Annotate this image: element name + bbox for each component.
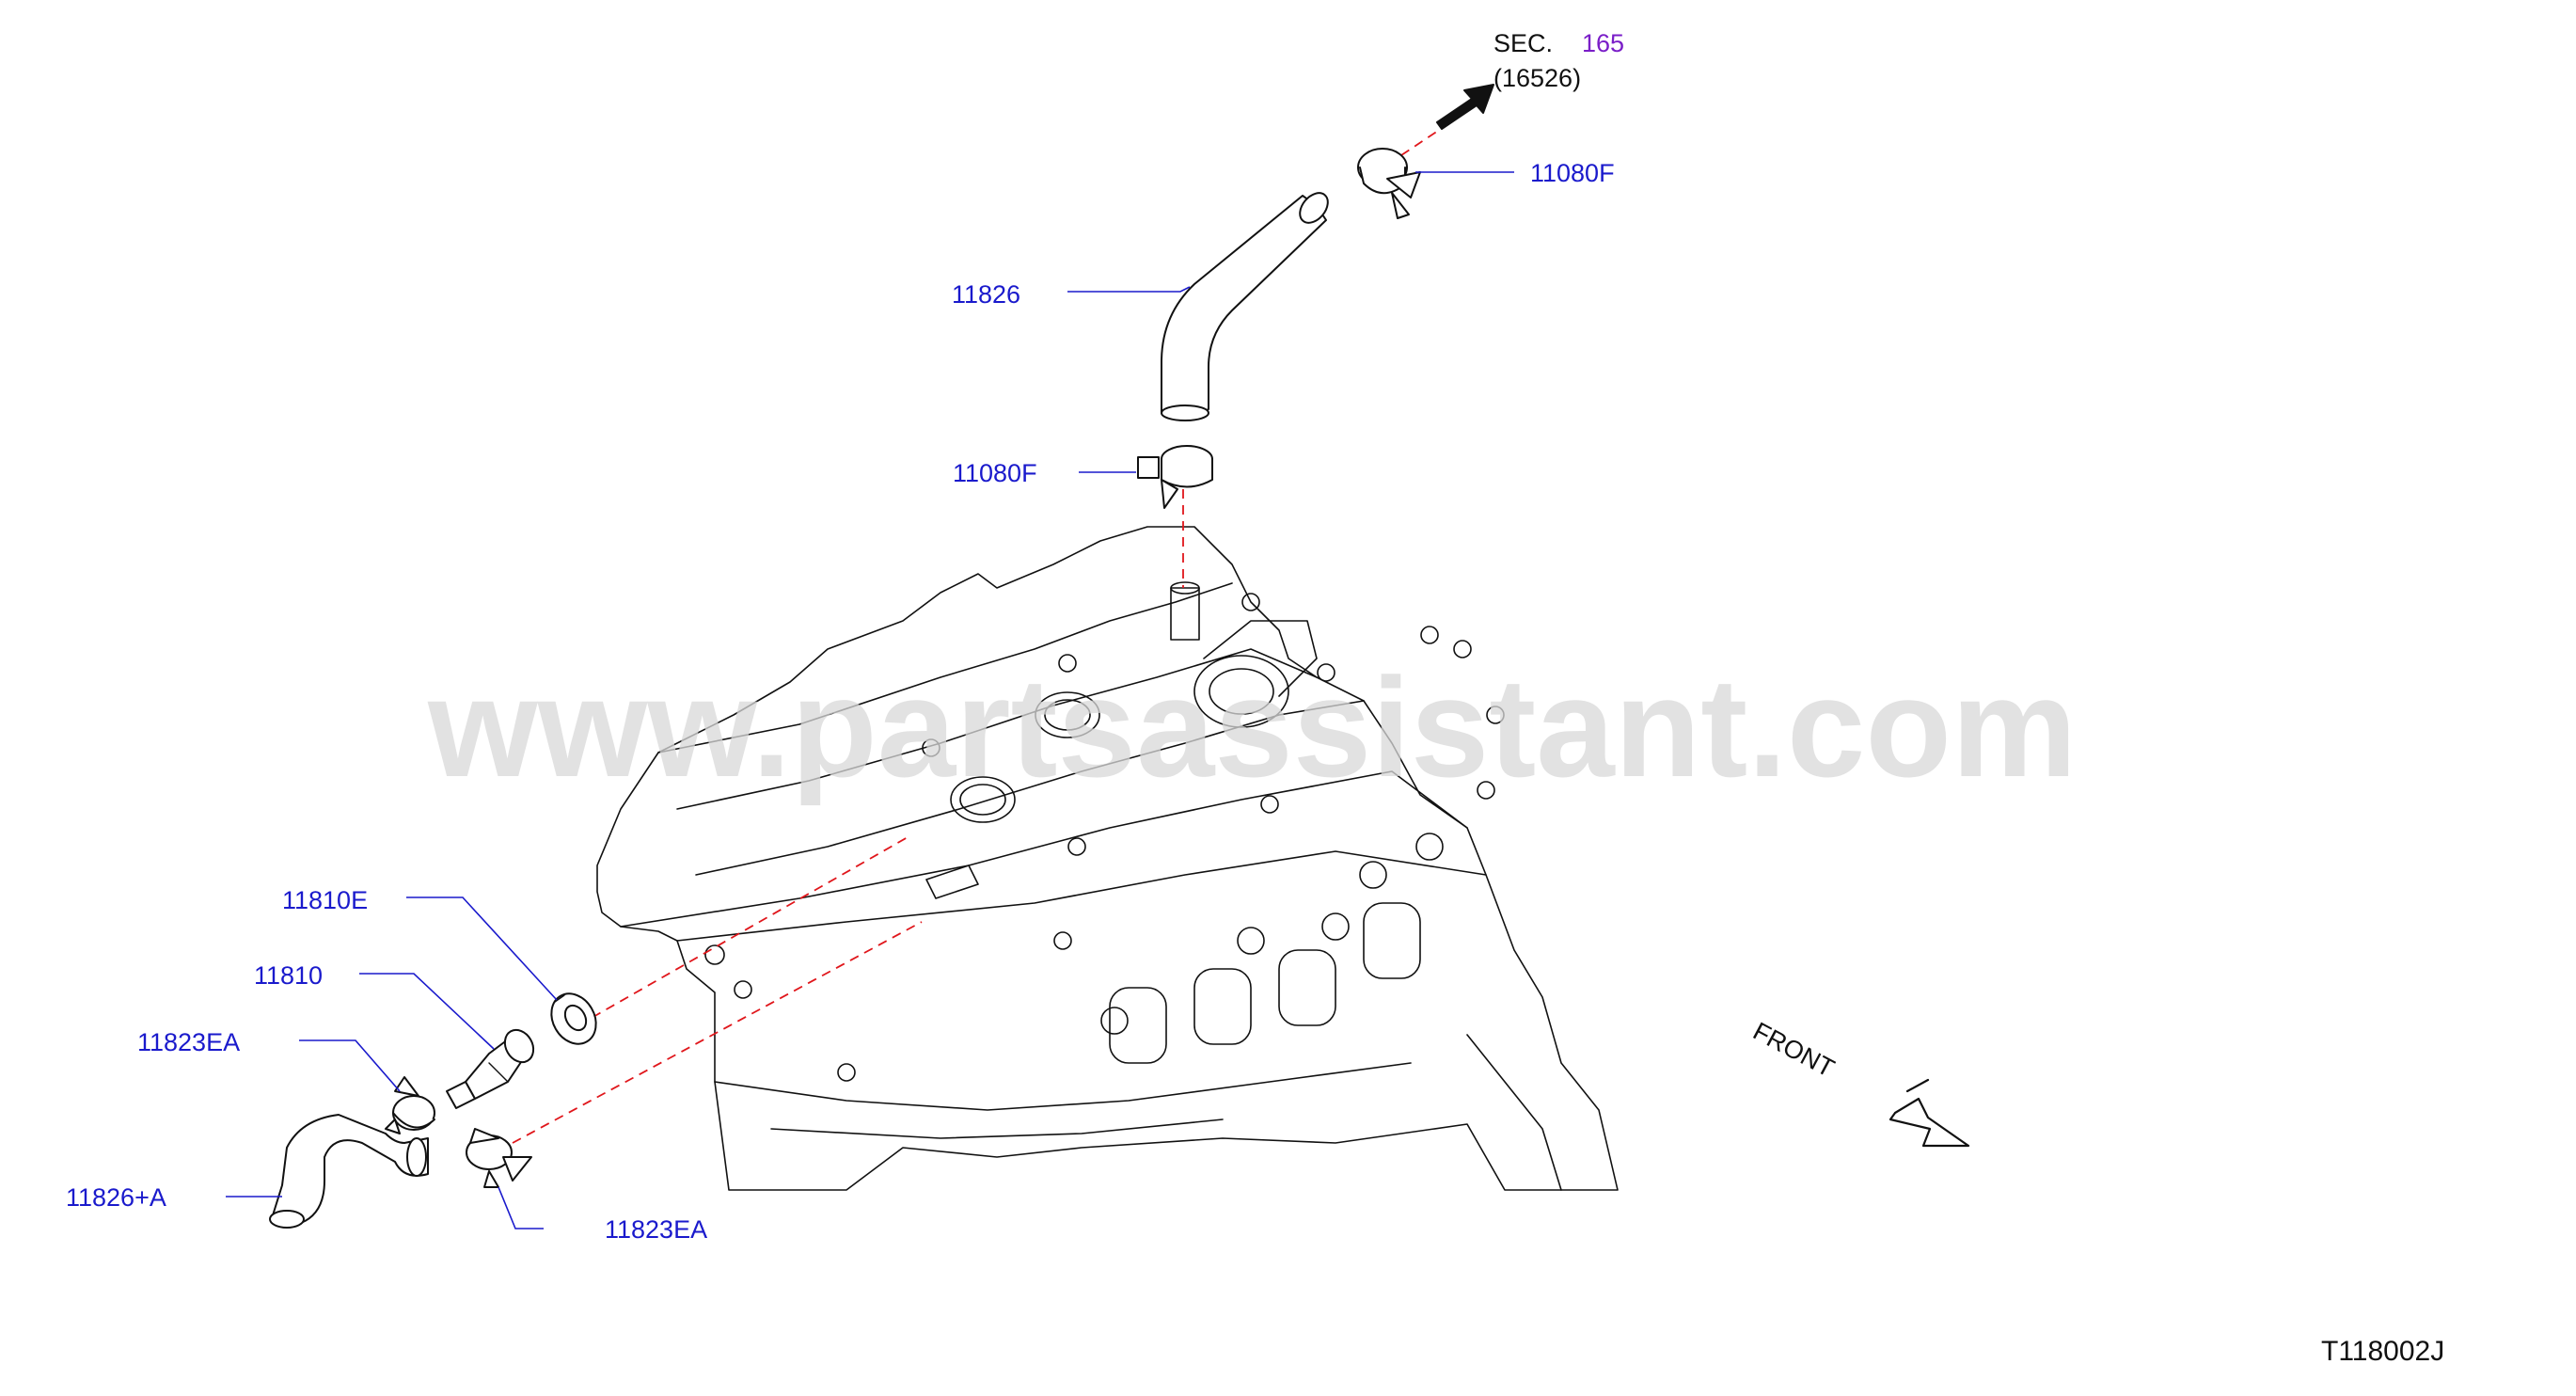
hose-clamp-top[interactable] <box>1357 148 1421 219</box>
front-label: FRONT <box>1748 1017 1839 1083</box>
hose-clamp-middle[interactable] <box>1137 445 1213 509</box>
callout-grommet[interactable]: 11810E <box>282 886 368 914</box>
section-number-link[interactable]: 165 <box>1582 29 1624 57</box>
front-direction-arrow-icon <box>1889 1078 1970 1148</box>
diagram-code: T118002J <box>2321 1336 2444 1367</box>
breather-hose-upper[interactable] <box>1161 187 1334 421</box>
grommet[interactable] <box>543 986 605 1052</box>
callout-hose-lower[interactable]: 11826+A <box>66 1183 166 1212</box>
section-sub-number: (16526) <box>1493 64 1581 92</box>
callout-clamp-middle[interactable]: 11080F <box>953 459 1037 487</box>
hose-clamp-left[interactable] <box>385 1076 435 1134</box>
leader-lines <box>226 171 1514 1229</box>
engine-cylinder-head-drawing <box>596 526 1619 1191</box>
callout-pcv-valve[interactable]: 11810 <box>254 961 323 990</box>
breather-hose-lower[interactable] <box>269 1114 429 1229</box>
callout-hose-upper[interactable]: 11826 <box>952 280 1020 309</box>
callout-clamp-left[interactable]: 11823EA <box>137 1028 240 1056</box>
watermark: www.partsassistant.com <box>427 648 2077 806</box>
section-reference-arrow-icon[interactable] <box>1436 84 1494 130</box>
callout-clamp-top[interactable]: 11080F <box>1530 159 1615 187</box>
callout-clamp-bottom[interactable]: 11823EA <box>605 1215 707 1244</box>
section-prefix: SEC. <box>1493 29 1553 57</box>
pcv-valve[interactable] <box>446 1024 539 1109</box>
assembly-centerlines <box>512 126 1445 1144</box>
hose-clamp-bottom[interactable] <box>466 1128 532 1188</box>
